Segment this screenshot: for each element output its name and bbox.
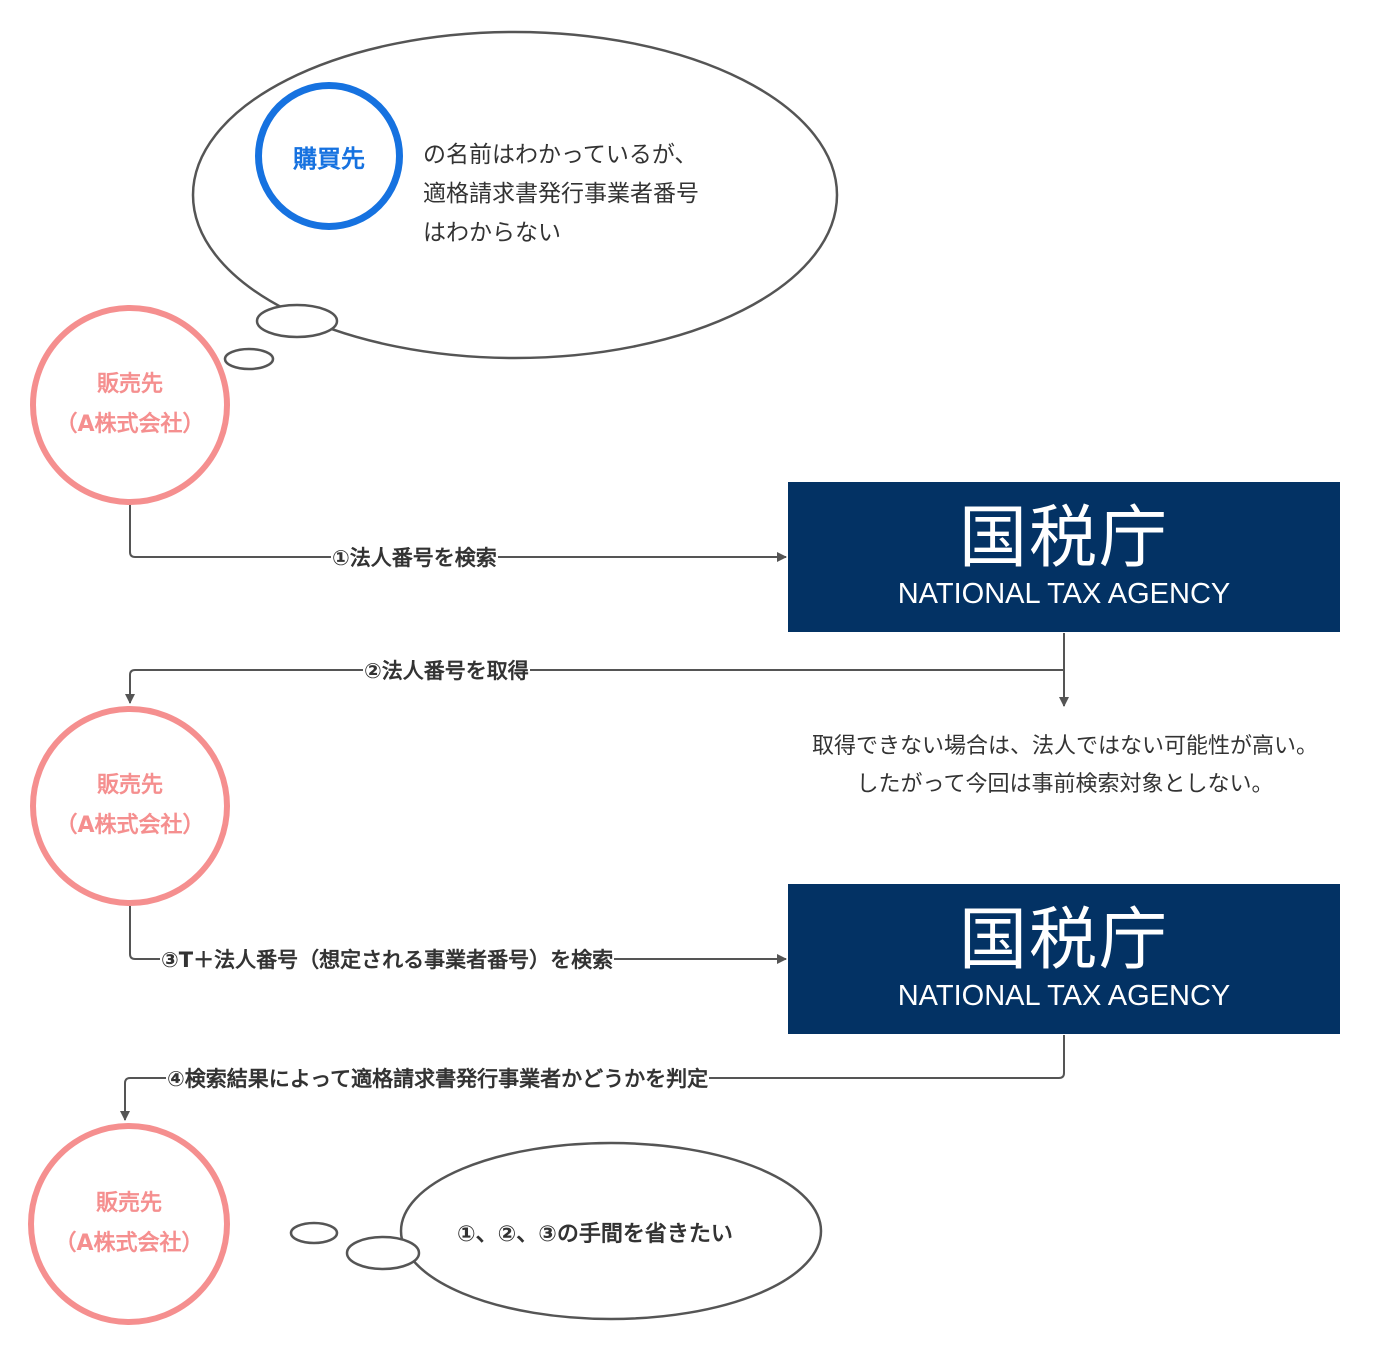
thought-bubble-bottom-tail-small — [289, 1221, 339, 1245]
agency-name-en: NATIONAL TAX AGENCY — [897, 980, 1231, 1012]
step-1-label: ①法人番号を検索 — [331, 544, 498, 572]
step-4-label: ④検索結果によって適格請求書発行事業者かどうかを判定 — [166, 1065, 710, 1093]
national-tax-agency-logo-1: 国税庁 NATIONAL TAX AGENCY — [788, 482, 1340, 632]
agency-name-jp: 国税庁 — [958, 901, 1169, 980]
buyer-label: 購買先 — [293, 144, 365, 173]
buyer-circle: 購買先 — [255, 82, 403, 230]
connector-step-3 — [129, 905, 787, 964]
seller-name: 販売先 — [95, 1191, 162, 1216]
thought-bubble-bottom-tail-large — [345, 1235, 421, 1271]
agency-name-en: NATIONAL TAX AGENCY — [897, 578, 1231, 610]
seller-company: （A株式会社） — [55, 813, 205, 838]
connector-step-2 — [125, 633, 1065, 704]
thought-bubble-tail-large — [255, 303, 339, 339]
thought-bubble-bottom — [399, 1141, 823, 1321]
seller-node-2: 販売先 （A株式会社） — [30, 706, 230, 906]
connector-step-1 — [129, 503, 787, 562]
agency-name-jp: 国税庁 — [958, 499, 1169, 578]
note-line: したがって今回は事前検索対象としない。 — [856, 772, 1274, 797]
thought-top-line: 適格請求書発行事業者番号 — [423, 181, 699, 207]
thought-bottom-text: ①、②、③の手間を省きたい — [457, 1222, 733, 1247]
thought-top-text: の名前はわかっているが、 適格請求書発行事業者番号 はわからない — [423, 136, 699, 253]
thought-bubble-tail-small — [223, 347, 275, 371]
national-tax-agency-logo-2: 国税庁 NATIONAL TAX AGENCY — [788, 884, 1340, 1034]
step-3-label: ③T＋法人番号（想定される事業者番号）を検索 — [160, 946, 615, 974]
note-line: 取得できない場合は、法人ではない可能性が高い。 — [811, 734, 1318, 759]
seller-node-1: 販売先 （A株式会社） — [30, 305, 230, 505]
note-text: 取得できない場合は、法人ではない可能性が高い。 したがって今回は事前検索対象とし… — [760, 728, 1370, 804]
thought-top-line: はわからない — [423, 220, 561, 246]
seller-company: （A株式会社） — [55, 412, 205, 437]
seller-name: 販売先 — [96, 372, 163, 397]
step-2-label: ②法人番号を取得 — [363, 657, 530, 685]
seller-company: （A株式会社） — [54, 1231, 204, 1256]
seller-name: 販売先 — [96, 773, 163, 798]
thought-top-line: の名前はわかっているが、 — [423, 142, 698, 168]
seller-node-3: 販売先 （A株式会社） — [28, 1123, 230, 1325]
